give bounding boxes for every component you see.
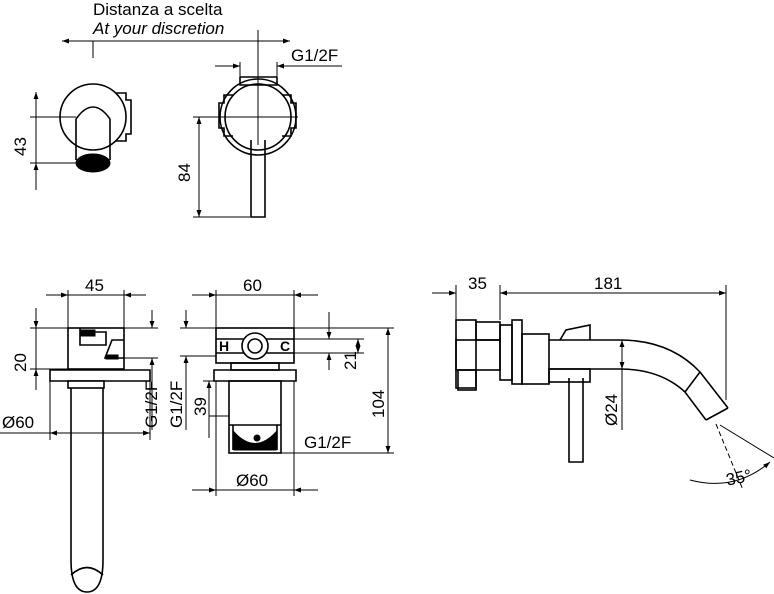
dim-84: 84 [175, 163, 194, 182]
dim-35: 35 [468, 274, 487, 293]
discretion-dimension [62, 30, 290, 58]
cold-mark-c: C [280, 338, 290, 354]
top-left-spout-view: 43 [11, 83, 132, 190]
header-title-en: At your discretion [92, 19, 224, 38]
dim-45: 45 [85, 276, 104, 295]
right-side-view: 35 181 Ø24 35° [432, 274, 774, 491]
hot-mark-h: H [219, 338, 229, 354]
dim-g12f-left: G1/2F [167, 381, 186, 428]
dim-g12f-side: G1/2F [142, 381, 161, 428]
dim-d24: Ø24 [602, 394, 621, 426]
dim-20: 20 [11, 353, 30, 372]
dim-g12f-top: G1/2F [291, 46, 338, 65]
dim-d60-side: Ø60 [2, 413, 34, 432]
dim-g12f-bottom: G1/2F [304, 433, 351, 452]
dim-181: 181 [594, 274, 622, 293]
dim-d60-bottom: Ø60 [236, 471, 268, 490]
bottom-left-side-view: 45 20 Ø60 G1/2F [0, 276, 161, 593]
top-middle-lever-view: 84 G1/2F [175, 46, 342, 218]
dim-60-top: 60 [243, 276, 262, 295]
dim-21: 21 [341, 351, 360, 370]
header-title-it: Distanza a scelta [93, 0, 223, 19]
dim-39: 39 [191, 397, 210, 416]
dim-43: 43 [11, 137, 30, 156]
bottom-middle-front-view: 60 H C G1/2F 39 21 104 G1/2F [167, 276, 394, 496]
dim-104: 104 [369, 390, 388, 418]
dim-angle35: 35° [724, 466, 753, 490]
